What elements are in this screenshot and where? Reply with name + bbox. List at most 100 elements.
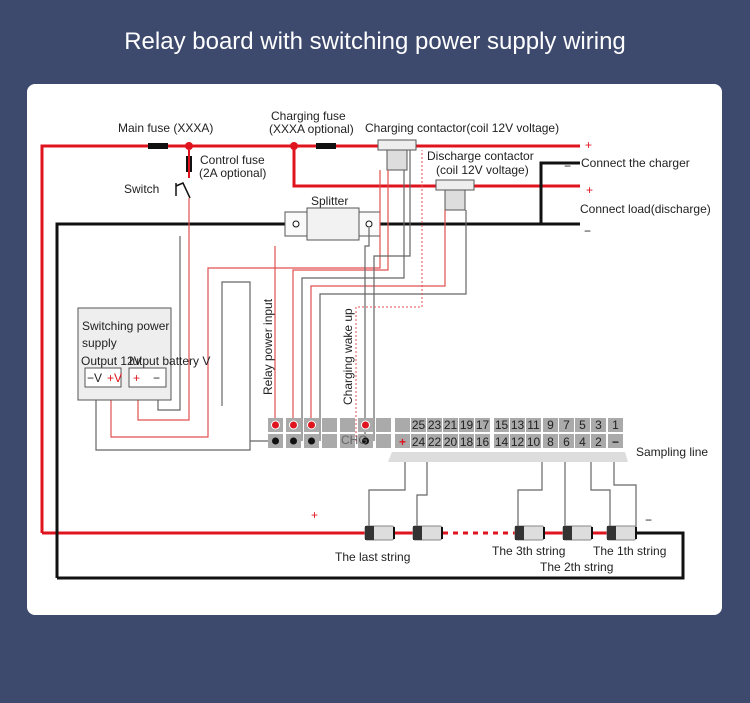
terminal-dot (362, 437, 369, 445)
signal-wire (364, 228, 370, 441)
terminal-label: 25 (412, 418, 426, 432)
terminal-label: 8 (547, 435, 554, 449)
sampling-connector (388, 452, 628, 462)
sampling-wire (517, 462, 543, 530)
terminal-cell (427, 434, 442, 448)
sampling-wire (416, 462, 428, 530)
terminal-cell (459, 418, 474, 432)
discharge-contactor (435, 179, 475, 211)
signal-wire (319, 210, 467, 441)
terminal-cell (591, 434, 606, 448)
terminal-cell (411, 434, 426, 448)
splitter-shunt (284, 207, 381, 241)
signal-wire (310, 210, 446, 425)
terminal-cell (411, 418, 426, 432)
terminal-label: 16 (476, 435, 490, 449)
charging-wake-up-label: Charging wake up (341, 308, 355, 405)
terminal-label: 11 (527, 418, 540, 432)
terminal-dot (271, 420, 280, 430)
terminal-label: 14 (495, 435, 509, 449)
switching-power-supply: Switching power supply Output 12V Iutput… (77, 307, 210, 401)
psu-output-12v-label: Output 12V (81, 354, 142, 368)
terminal-cell (608, 434, 623, 448)
connect-charger-label: Connect the charger (581, 156, 690, 170)
terminal-label: 7 (563, 418, 570, 432)
terminal-label: 19 (460, 418, 474, 432)
signal-wire (95, 281, 251, 451)
terminal-label: 5 (579, 418, 586, 432)
control-fuse-label: Control fuse (200, 153, 265, 167)
charging-fuse-label: Charging fuse (271, 109, 346, 123)
terminal-label: 23 (428, 418, 442, 432)
string-2-label: The 2th string (540, 560, 613, 574)
battery-plus: + (311, 508, 318, 522)
terminal-label: 18 (460, 435, 474, 449)
charger-minus: − (564, 159, 571, 173)
sampling-wire (590, 462, 611, 530)
terminal-dot (308, 437, 315, 445)
chg-label: CHG (341, 433, 368, 447)
psu-minus-v: −V (87, 371, 102, 385)
battery-cell-icon (606, 525, 637, 541)
signal-wire (110, 170, 381, 438)
terminal-cell (526, 418, 541, 432)
terminal-cell (494, 434, 509, 448)
terminal-cell (443, 434, 458, 448)
psu-battery-label: Iutput battery V (129, 354, 210, 368)
signal-wire (137, 198, 190, 421)
sampling-line-label: Sampling line (636, 445, 708, 459)
terminal-cell (559, 418, 574, 432)
string-3-label: The 3th string (492, 544, 565, 558)
terminal-label: 9 (547, 418, 554, 432)
terminal-cell (543, 418, 558, 432)
terminal-cell (475, 434, 490, 448)
signal-wire (292, 170, 389, 425)
terminal-label: + (399, 435, 406, 449)
sampling-wire (368, 462, 406, 530)
charging-fuse (316, 143, 336, 149)
terminal-cell (543, 434, 558, 448)
junction-dot (290, 142, 298, 150)
terminal-cell (575, 418, 590, 432)
psu-plus-v: +V (107, 371, 122, 385)
terminal-cell (340, 434, 355, 448)
terminal-cell (559, 434, 574, 448)
terminal-cell (459, 434, 474, 448)
terminal-dot (307, 420, 316, 430)
terminal-label: 4 (579, 435, 586, 449)
terminal-label: 12 (511, 435, 525, 449)
terminal-label: 24 (412, 435, 426, 449)
terminal-dot (290, 437, 297, 445)
terminal-cell (443, 418, 458, 432)
charging-fuse-label: (XXXA optional) (269, 122, 354, 136)
wake-up-wire (355, 150, 423, 441)
splitter-label: Splitter (311, 194, 348, 208)
terminal-cell (322, 418, 337, 432)
terminal-cell (510, 418, 525, 432)
terminal-cell (575, 434, 590, 448)
switch-icon (175, 182, 191, 199)
relay-power-input-label: Relay power input (261, 298, 275, 395)
load-plus: + (586, 183, 593, 197)
signal-wire (373, 150, 411, 441)
terminal-cell (475, 418, 490, 432)
psu-label: Switching power (82, 319, 169, 333)
terminal-label: − (612, 435, 619, 449)
terminal-label: 2 (595, 435, 602, 449)
discharge-positive-wire (292, 146, 580, 188)
charger-plus: + (585, 138, 592, 152)
main-fuse-label: Main fuse (XXXA) (118, 121, 213, 135)
terminal-cell (591, 418, 606, 432)
main-negative-wire (55, 222, 580, 578)
charging-contactor (377, 139, 417, 171)
charging-contactor-label: Charging contactor(coil 12V voltage) (365, 121, 559, 135)
terminal-cell (322, 434, 337, 448)
terminal-label: 6 (563, 435, 570, 449)
psu-label: supply (82, 336, 117, 350)
sampling-wire (613, 462, 637, 530)
terminal-label: 21 (444, 418, 458, 432)
battery-negative-wire (57, 531, 685, 580)
discharge-contactor-label: (coil 12V voltage) (436, 163, 529, 177)
terminal-cell (510, 434, 525, 448)
